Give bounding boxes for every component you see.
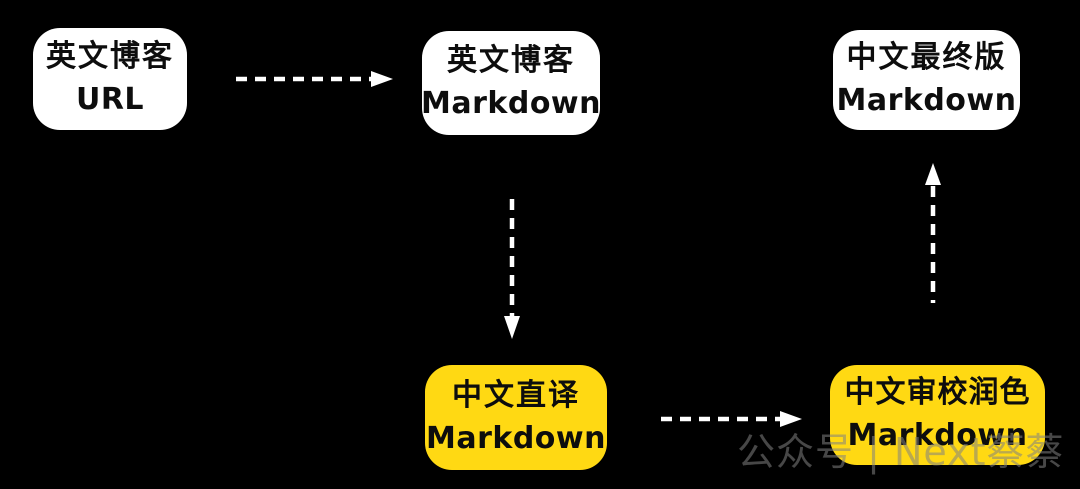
node-label-line2: URL: [75, 82, 145, 117]
dashed-arrow-right-url-to-markdown: [236, 71, 393, 87]
node-chinese-polished-markdown: 中文审校润色 Markdown: [830, 365, 1045, 465]
node-label-line1: 中文审校润色: [844, 375, 1031, 411]
node-label-line1: 英文博客: [46, 39, 174, 75]
dashed-arrow-right-literal-to-polished: [661, 411, 802, 427]
node-label-line1: 中文最终版: [846, 40, 1007, 76]
node-english-blog-url: 英文博客 URL: [33, 28, 187, 130]
node-label-line2: Markdown: [425, 420, 606, 456]
dashed-arrow-up-polished-to-final: [925, 163, 941, 303]
node-chinese-final-markdown: 中文最终版 Markdown: [833, 30, 1020, 130]
node-label-line2: Markdown: [836, 83, 1017, 118]
node-chinese-literal-markdown: 中文直译 Markdown: [425, 365, 607, 470]
node-label-line2: Markdown: [421, 86, 602, 121]
node-label-line2: Markdown: [847, 418, 1028, 453]
node-label-line1: 英文博客: [447, 43, 575, 79]
dashed-arrow-down-english-md-to-literal: [504, 199, 520, 339]
node-label-line1: 中文直译: [452, 377, 580, 413]
node-english-blog-markdown: 英文博客 Markdown: [421, 31, 602, 135]
